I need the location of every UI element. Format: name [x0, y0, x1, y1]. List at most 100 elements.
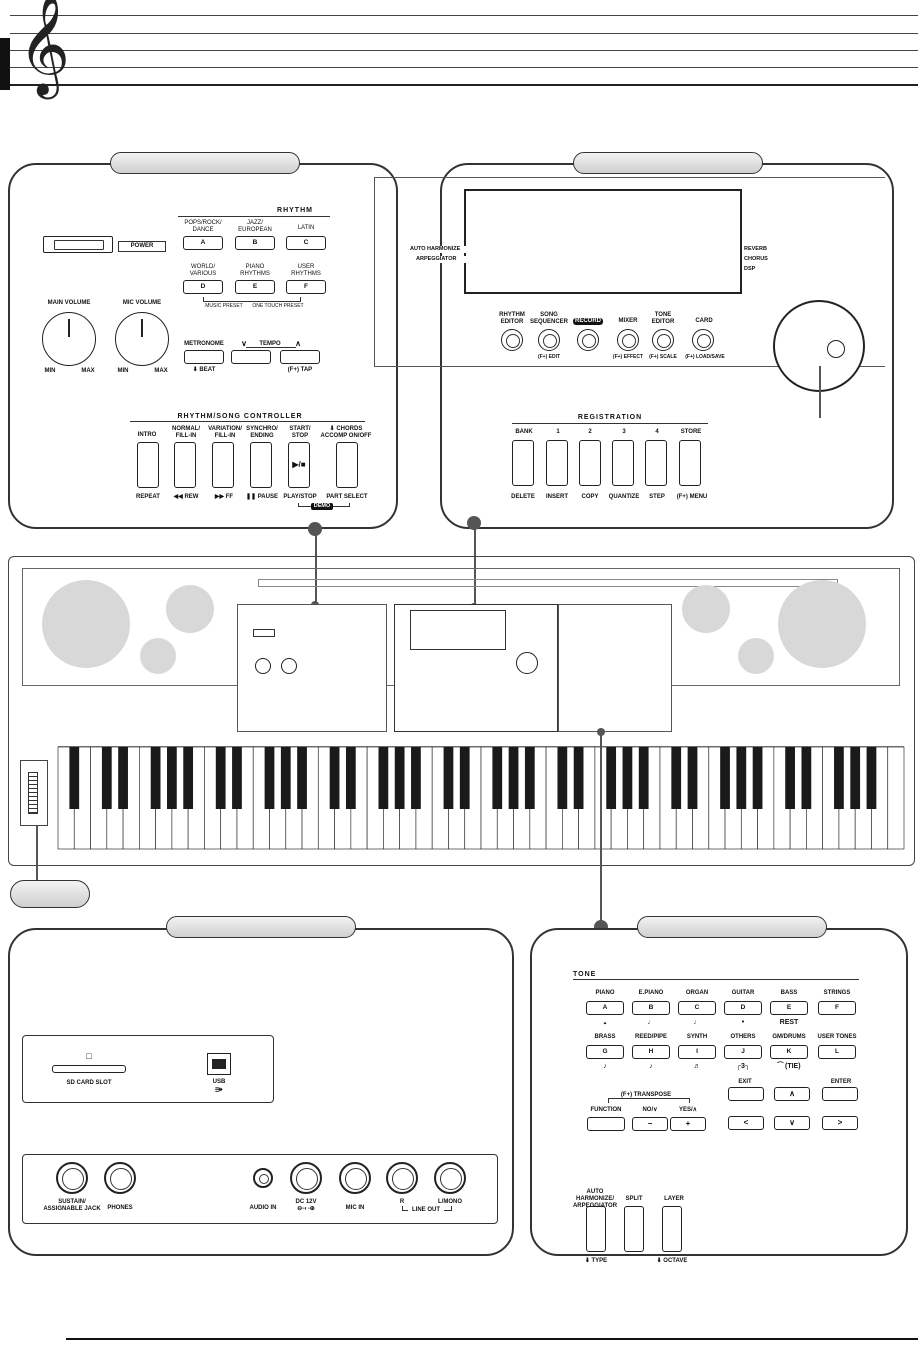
tone-button-d[interactable]: D — [724, 1001, 762, 1015]
callout-line — [600, 734, 602, 922]
tone-note-symbol: ┌3┐ — [736, 1063, 750, 1070]
jack-label: PHONES — [107, 1205, 133, 1211]
pitch-bend-wheel[interactable] — [28, 772, 38, 814]
speaker-right-large — [778, 580, 866, 668]
rhythm-editor-button[interactable] — [501, 329, 523, 351]
registration-3-button[interactable] — [612, 440, 634, 486]
tone-category-label: BASS — [780, 990, 798, 996]
rhythm-category-label: USER RHYTHMS — [291, 264, 321, 277]
rhythm-button-a[interactable]: A — [183, 236, 223, 250]
line-out-r-jack[interactable] — [386, 1162, 418, 1194]
cursor-left-button[interactable]: < — [728, 1116, 764, 1130]
sustain-jack[interactable] — [56, 1162, 88, 1194]
accomp-on-off-button[interactable] — [336, 442, 358, 488]
audio-in-jack[interactable] — [253, 1168, 273, 1188]
cursor-right-button[interactable]: > — [822, 1116, 858, 1130]
split-button[interactable] — [624, 1206, 644, 1252]
jack-inner — [110, 1168, 132, 1190]
rhythm-button-d[interactable]: D — [183, 280, 223, 294]
mic-in-jack[interactable] — [339, 1162, 371, 1194]
synchro-ending-button[interactable] — [250, 442, 272, 488]
registration-bottom-label: DELETE — [511, 494, 535, 500]
rhythm-button-c[interactable]: C — [286, 236, 326, 250]
tone-button-j[interactable]: J — [724, 1045, 762, 1059]
song-sequencer-button[interactable] — [538, 329, 560, 351]
tone-button-i[interactable]: I — [678, 1045, 716, 1059]
jack-label: L/MONO — [438, 1199, 462, 1205]
tone-button-a[interactable]: A — [586, 1001, 624, 1015]
function-sub-label: (F+) LOAD/SAVE — [685, 354, 725, 360]
tone-button-k[interactable]: K — [770, 1045, 808, 1059]
phones-jack[interactable] — [104, 1162, 136, 1194]
tone-title-rule — [573, 979, 859, 980]
main-volume-label: MAIN VOLUME — [47, 300, 91, 306]
mini-lcd — [410, 610, 506, 650]
store-button[interactable] — [679, 440, 701, 486]
reverb-indicator-label: REVERB — [744, 246, 767, 252]
chorus-indicator-label: CHORUS — [744, 256, 768, 262]
rhythm-button-e[interactable]: E — [235, 280, 275, 294]
button-inner-ring — [543, 334, 557, 348]
bank-button[interactable] — [512, 440, 534, 486]
tone-category-label: E.PIANO — [638, 990, 664, 996]
registration-bottom-label: COPY — [581, 494, 599, 500]
mini-dial — [516, 652, 538, 674]
usb-port[interactable] — [207, 1053, 231, 1075]
registration-4-button[interactable] — [645, 440, 667, 486]
tempo-up-button[interactable] — [280, 350, 320, 364]
start-stop-button[interactable]: ▶/■ — [288, 442, 310, 488]
tone-button-c[interactable]: C — [678, 1001, 716, 1015]
tone-button-b[interactable]: B — [632, 1001, 670, 1015]
cursor-up-button[interactable]: ∧ — [774, 1087, 810, 1101]
mixer-button[interactable] — [617, 329, 639, 351]
tone-note-symbol: REST — [779, 1019, 799, 1026]
metronome-button[interactable] — [184, 350, 224, 364]
tone-button-h[interactable]: H — [632, 1045, 670, 1059]
tempo-down-button[interactable] — [231, 350, 271, 364]
controller-title-rule — [130, 421, 365, 422]
main-volume-knob[interactable] — [42, 312, 96, 366]
tone-button-f[interactable]: F — [818, 1001, 856, 1015]
registration-title-rule — [512, 423, 708, 424]
mic-volume-knob[interactable] — [115, 312, 169, 366]
record-button[interactable] — [577, 329, 599, 351]
rhythm-button-f[interactable]: F — [286, 280, 326, 294]
card-button[interactable] — [692, 329, 714, 351]
power-button[interactable] — [43, 236, 113, 253]
auto-harmonize-button[interactable] — [586, 1206, 606, 1252]
tone-note-symbol: ♬ — [693, 1063, 701, 1070]
tone-note-symbol: ♩ — [693, 1019, 701, 1026]
exit-button[interactable] — [728, 1087, 764, 1101]
type-label: ⬇ TYPE — [584, 1258, 608, 1264]
variation-fill-in-button[interactable] — [212, 442, 234, 488]
jack-inner — [440, 1168, 462, 1190]
controller-bottom-label: ▶▶ FF — [214, 494, 234, 500]
button-inner-ring — [697, 334, 711, 348]
tone-category-label: STRINGS — [823, 990, 851, 996]
intro-button[interactable] — [137, 442, 159, 488]
dc-12v-jack[interactable] — [290, 1162, 322, 1194]
normal-fill-in-button[interactable] — [174, 442, 196, 488]
no-minus-button[interactable]: − — [632, 1117, 668, 1131]
mic-volume-max: MAX — [154, 368, 168, 374]
tempo-down-symbol: ∨ — [241, 339, 247, 348]
tone-editor-button[interactable] — [652, 329, 674, 351]
tone-button-g[interactable]: G — [586, 1045, 624, 1059]
tone-button-l[interactable]: L — [818, 1045, 856, 1059]
function-button[interactable] — [587, 1117, 625, 1131]
registration-2-button[interactable] — [579, 440, 601, 486]
yes-plus-button[interactable]: + — [670, 1117, 706, 1131]
tone-button-e[interactable]: E — [770, 1001, 808, 1015]
registration-1-button[interactable] — [546, 440, 568, 486]
cursor-down-button[interactable]: ∨ — [774, 1116, 810, 1130]
line-out-l-jack[interactable] — [434, 1162, 466, 1194]
registration-bottom-label: STEP — [649, 494, 665, 500]
layer-button[interactable] — [662, 1206, 682, 1252]
enter-button[interactable] — [822, 1087, 858, 1101]
controller-top-label: ⬇ CHORDS ACCOMP ON/OFF — [320, 426, 372, 439]
sd-card-slot[interactable] — [52, 1065, 126, 1073]
rhythm-button-b[interactable]: B — [235, 236, 275, 250]
staff-line — [10, 67, 918, 68]
callout-dot-small — [597, 728, 605, 736]
jack-inner — [296, 1168, 318, 1190]
